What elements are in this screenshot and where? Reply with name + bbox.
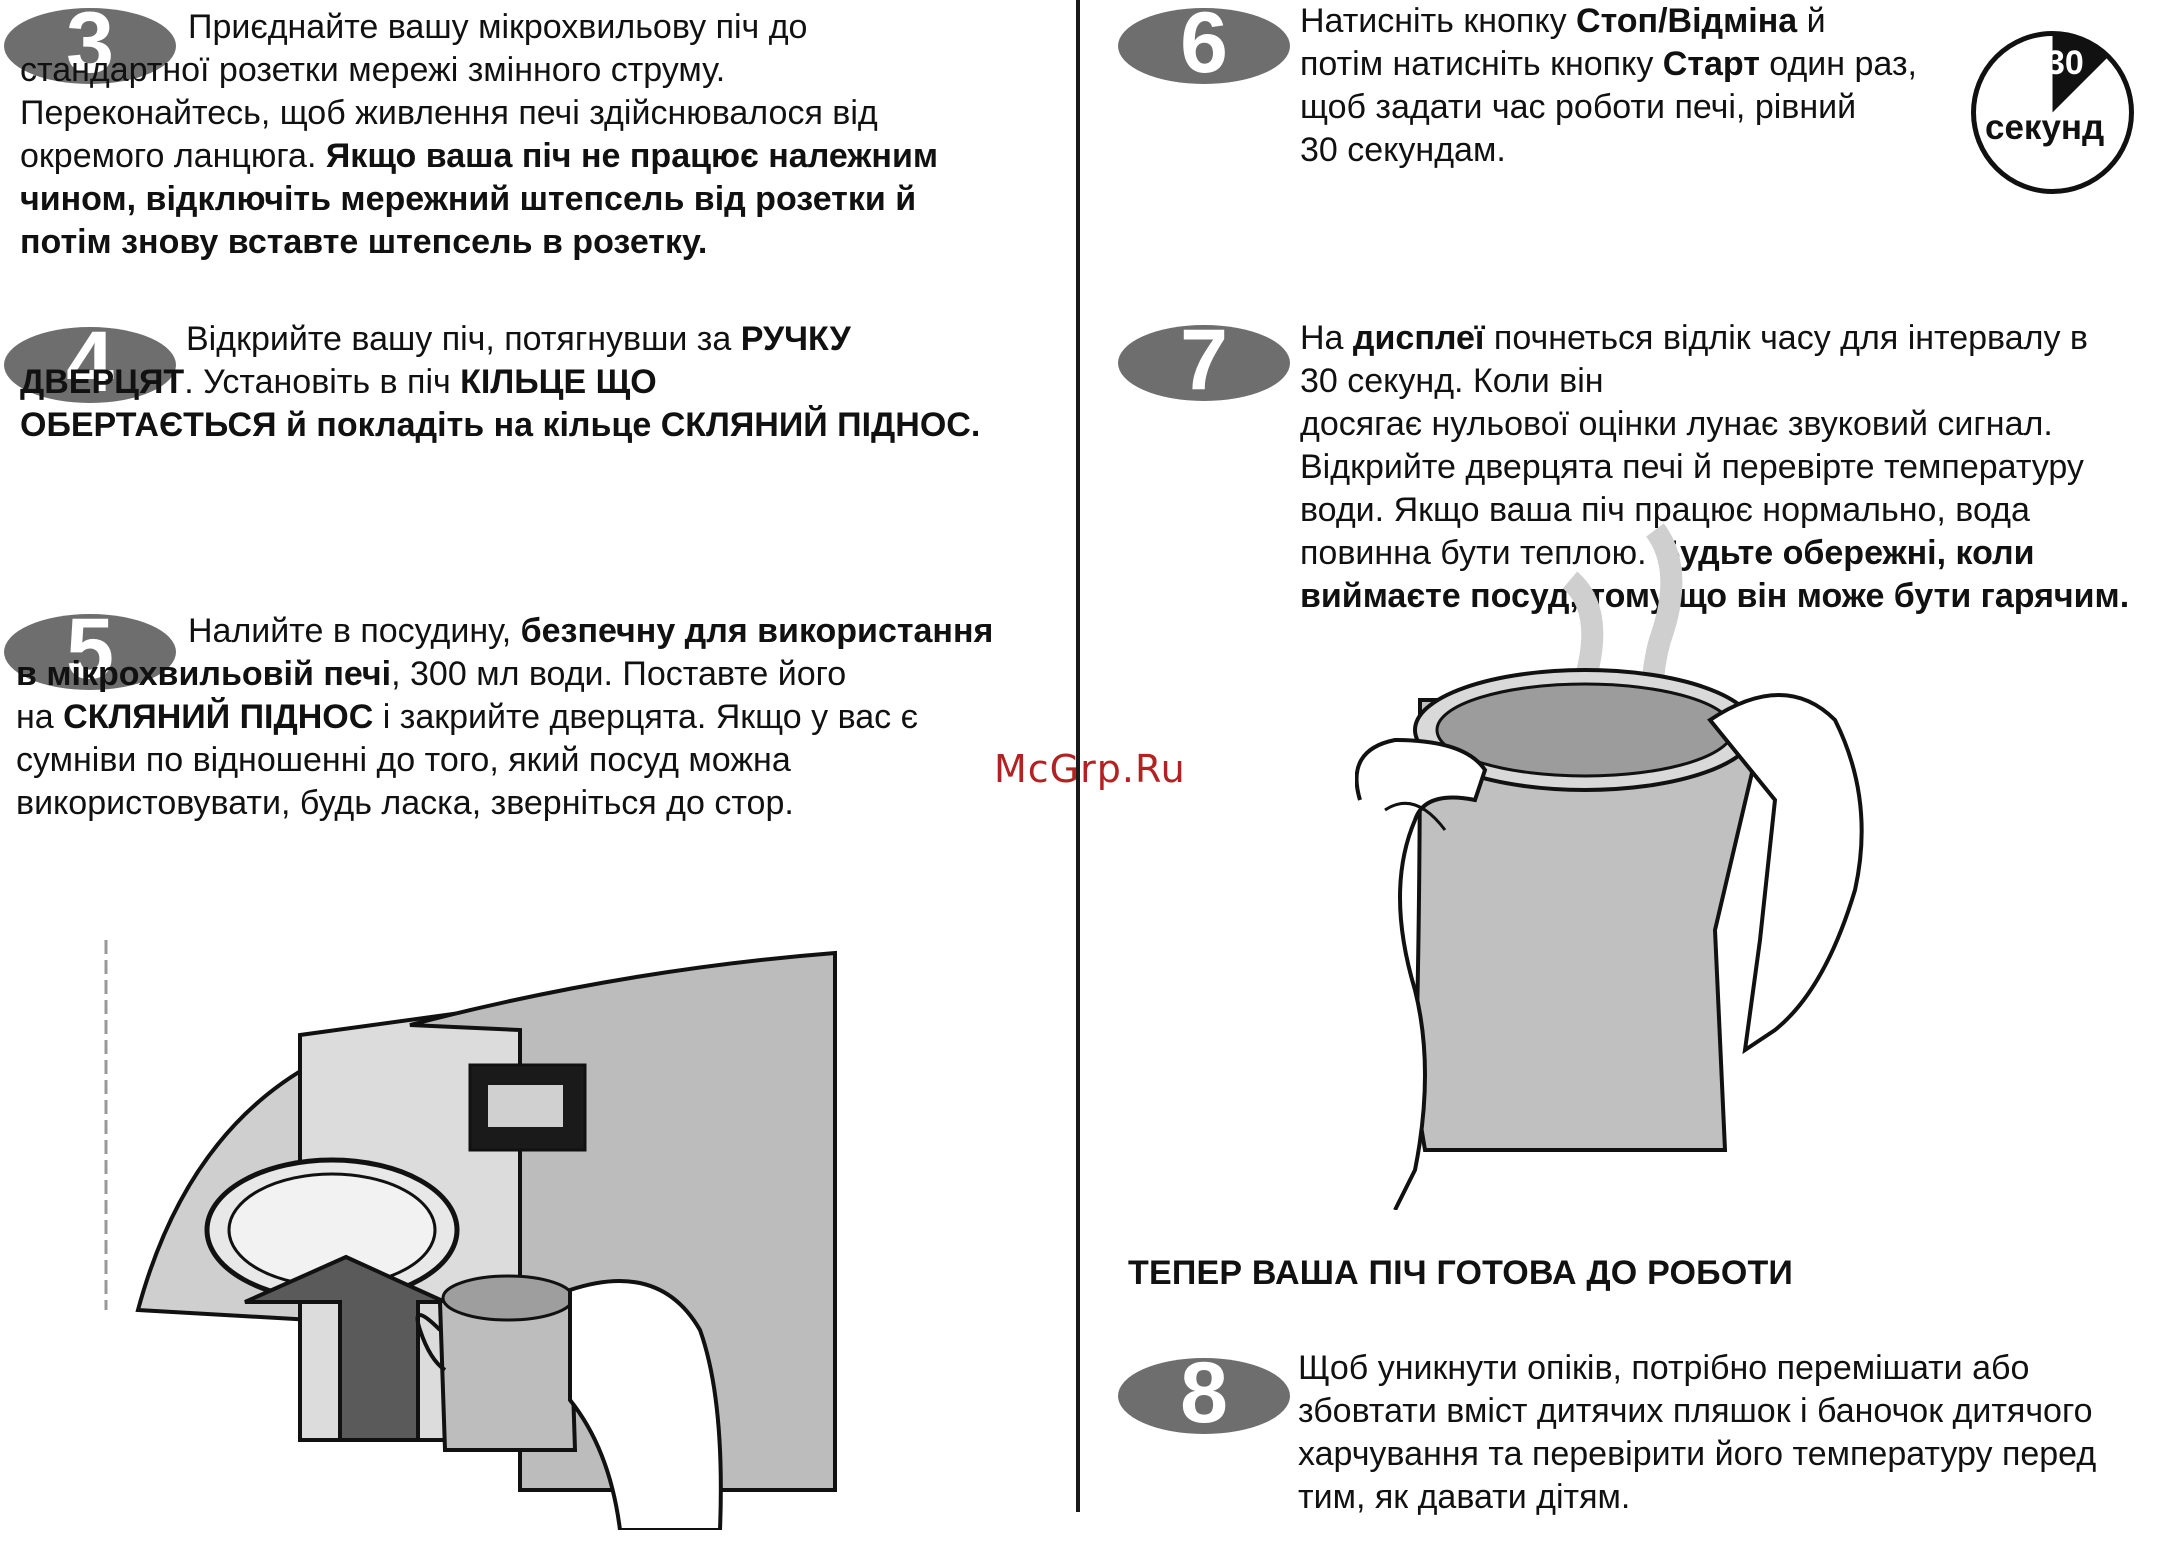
step-text-segment: збовтати вміст дитячих пляшок і баночок … bbox=[1298, 1392, 2093, 1430]
step-6-text: Натисніть кнопку Стоп/Відміна й потім нат… bbox=[1300, 0, 1990, 172]
timer-value: 30 bbox=[2046, 44, 2084, 82]
step-text-segment: СКЛЯНИЙ ПІДНОС bbox=[63, 698, 374, 736]
step-3-badge: 3 bbox=[2, 6, 178, 86]
step-text-segment: КІЛЬЦЕ ЩО bbox=[460, 363, 657, 401]
step-5-badge: 5 bbox=[2, 612, 178, 692]
step-8-badge: 8 bbox=[1116, 1356, 1292, 1436]
svg-text:6: 6 bbox=[1180, 6, 1228, 86]
step-text-segment: використовувати, будь ласка, зверніться … bbox=[16, 784, 794, 822]
step-7-text: На дисплеї почнеться відлік часу для інт… bbox=[1300, 317, 2170, 618]
step-5-text: Налийте в посудину, безпечну для викорис… bbox=[16, 610, 1056, 825]
step-text-segment: Відкрийте вашу піч, потягнувши за bbox=[186, 320, 741, 358]
step-text-segment: Натисніть кнопку bbox=[1300, 2, 1577, 40]
step-text-segment: На bbox=[1300, 319, 1353, 357]
step-text-segment: безпечну для використання bbox=[520, 612, 994, 650]
svg-text:4: 4 bbox=[66, 325, 114, 405]
step-6-badge: 6 bbox=[1116, 6, 1292, 86]
step-text-segment: щоб задати час роботи печі, рівний bbox=[1300, 88, 1857, 126]
step-text-segment: на bbox=[16, 698, 64, 736]
step-8-text: Щоб уникнути опіків, потрібно перемішати… bbox=[1298, 1347, 2168, 1519]
step-text-segment: чином, відключіть мережний штепсель від … bbox=[20, 180, 917, 218]
svg-text:7: 7 bbox=[1180, 323, 1228, 403]
step-text-segment: в мікрохвильовій печі bbox=[16, 655, 392, 693]
step-text-segment: Старт bbox=[1662, 45, 1760, 83]
step-text-segment: 30 секунд. Коли він bbox=[1300, 362, 1604, 400]
step-text-segment: . Установіть в піч bbox=[184, 363, 461, 401]
step-text-segment: води. Якщо ваша піч працює нормально, во… bbox=[1300, 491, 2030, 529]
step-text-segment: ОБЕРТАЄТЬСЯ й покладіть на кільце СКЛЯНИ… bbox=[20, 406, 981, 444]
step-text-segment: ДВЕРЦЯТ bbox=[20, 363, 185, 401]
step-text-segment: Відкрийте дверцята печі й перевірте темп… bbox=[1300, 448, 2084, 486]
step-text-segment: почнеться відлік часу для інтервалу в bbox=[1484, 319, 2088, 357]
step-4-badge: 4 bbox=[2, 325, 178, 405]
step-4-text: Відкрийте вашу піч, потягнувши за РУЧКУ Д… bbox=[20, 318, 1060, 447]
step-text-segment: потім знову вставте штепсель в розетку. bbox=[20, 223, 708, 261]
step-text-segment: Налийте в посудину, bbox=[188, 612, 521, 650]
step-text-segment: сумніви по відношенні до того, який посу… bbox=[16, 741, 791, 779]
step-text-segment: окремого ланцюга. bbox=[20, 137, 326, 175]
timer-label: секунд bbox=[1985, 108, 2105, 147]
step-text-segment: дисплеї bbox=[1352, 319, 1485, 357]
watermark: McGrp.Ru bbox=[994, 747, 1186, 791]
step-text-segment: один раз, bbox=[1759, 45, 1917, 83]
step-text-segment: Якщо ваша піч не працює належним bbox=[325, 137, 939, 175]
svg-text:8: 8 bbox=[1180, 1356, 1228, 1436]
step-text-segment: Будьте обережні, коли bbox=[1656, 534, 2035, 572]
step-3-text: Приєднайте вашу мікрохвильову піч до стан… bbox=[20, 6, 1060, 264]
step-7-badge: 7 bbox=[1116, 323, 1292, 403]
hot-cup-illustration bbox=[1354, 470, 1885, 1211]
step-text-segment: Приєднайте вашу мікрохвильову піч до bbox=[188, 8, 808, 46]
svg-text:5: 5 bbox=[66, 612, 114, 692]
step-text-segment: повинна бути теплою. bbox=[1300, 534, 1657, 572]
step-text-segment: Щоб уникнути опіків, потрібно перемішати… bbox=[1298, 1349, 2030, 1387]
step-text-segment: виймаєте посуд, тому що він може бути га… bbox=[1300, 577, 2130, 615]
step-text-segment: досягає нульової оцінки лунає звуковий с… bbox=[1300, 405, 2053, 443]
step-text-segment: Стоп/Відміна bbox=[1576, 2, 1798, 40]
timer-30-seconds-icon bbox=[1970, 30, 2135, 195]
ready-heading: ТЕПЕР ВАША ПІЧ ГОТОВА ДО РОБОТИ bbox=[1128, 1254, 1794, 1292]
step-text-segment: харчування та перевірити його температур… bbox=[1298, 1435, 2097, 1473]
column-divider bbox=[1076, 0, 1080, 1512]
svg-text:3: 3 bbox=[66, 6, 114, 86]
step-text-segment: , 300 мл води. Поставте його bbox=[391, 655, 847, 693]
step-text-segment: і закрийте дверцята. Якщо у вас є bbox=[373, 698, 918, 736]
step-text-segment: Переконайтесь, щоб живлення печі здійсню… bbox=[20, 94, 878, 132]
microwave-illustration bbox=[100, 930, 840, 1532]
step-text-segment: 30 секундам. bbox=[1300, 131, 1506, 169]
step-text-segment: потім натисніть кнопку bbox=[1300, 45, 1663, 83]
step-text-segment: й bbox=[1797, 2, 1826, 40]
step-text-segment: тим, як давати дітям. bbox=[1298, 1478, 1631, 1516]
step-text-segment: РУЧКУ bbox=[740, 320, 851, 358]
step-text-segment: стандартної розетки мережі змінного стру… bbox=[20, 51, 726, 89]
